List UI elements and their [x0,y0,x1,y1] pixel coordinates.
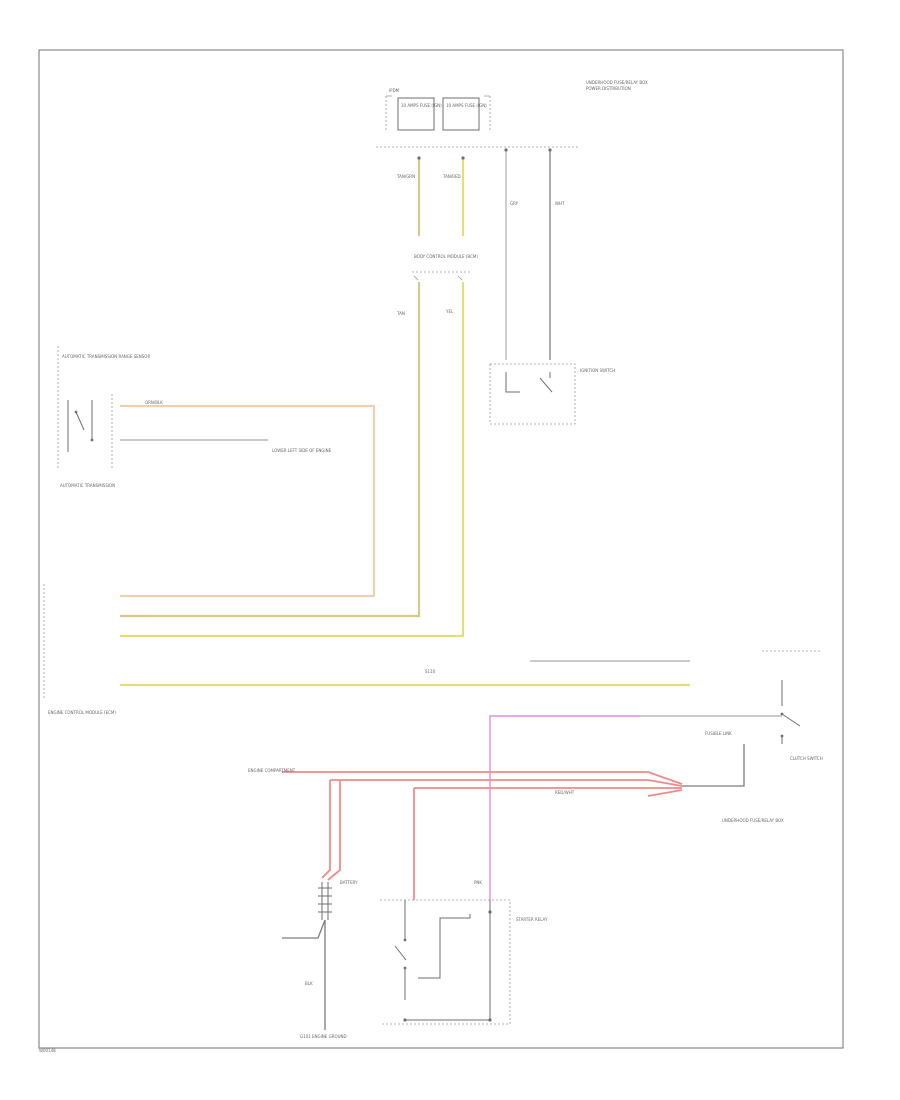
wire-bcm-ecm-yel [120,282,465,638]
diagram-frame [38,49,844,1049]
clutch-switch-label: CLUTCH SWITCH [790,756,823,761]
underhood-label: UNDERHOOD FUSE/RELAY BOX [586,80,648,85]
underhood-bottom-label: UNDERHOOD FUSE/RELAY BOX [722,818,784,823]
wire-battery-feed-4 [647,789,683,797]
ground-label: G101 ENGINE GROUND [300,1034,347,1039]
wire-label-w4: WHT [555,201,565,206]
wire-battery-ecg [282,919,326,939]
wire-battery-drop-1 [321,780,331,879]
wire-underhood-clutch [682,744,745,787]
starter-relay-label: STARTER RELAY [516,917,548,922]
ecm-module: ENGINE CONTROL MODULE (ECM) [43,584,116,715]
wire-trans-range-ecm [120,405,375,597]
wire-label-w10: ORN/BLK [145,400,163,405]
trans-range-label: AUTOMATIC TRANSMISSION RANGE SENSOR [62,354,150,359]
lh-side-label: LOWER LEFT SIDE OF ENGINE [272,448,332,453]
ignition-switch: IGNITION SWITCH [489,363,615,425]
engine-compartment-label: ENGINE COMPARTMENT [248,768,296,773]
wire-battery-feed-2 [330,779,683,787]
wire-label-w9: PNK [474,880,482,885]
wire-battery-feed-1 [282,771,683,785]
battery-label: BATTERY [340,880,358,885]
clutch-switch: CLUTCH SWITCH [762,650,823,761]
wire-label-w8: BLK [305,981,313,986]
ecm-label: ENGINE CONTROL MODULE (ECM) [48,710,116,715]
wire-battery-drop-2 [327,780,341,881]
splice-label: S110 [425,669,436,674]
footer-code: W00148 [39,1048,56,1053]
wire-label-w2: TAN/RED [442,174,461,179]
ipdm-module: IPDM 10 AMPS FUSE (IGN) 10 AMPS FUSE (IG… [376,80,648,148]
power-distribution-label: POWER DISTRIBUTION [586,86,631,91]
wire-label-w1: TAN/GRN [396,174,415,179]
wire-bcm-ecm-tan [120,282,421,618]
starter-relay: STARTER RELAY PNK [380,880,548,1025]
fuse-a-label: 10 AMPS FUSE (IGN) [401,103,442,108]
auto-trans-label: AUTOMATIC TRANSMISSION [60,483,115,488]
wire-label-w5: TAN [396,311,405,316]
bcm-module: BODY CONTROL MODULE (BCM) [412,254,478,281]
fusible-link-label: FUSIBLE LINK [705,731,732,736]
ignition-switch-label: IGNITION SWITCH [580,368,615,373]
battery: BATTERY [318,880,358,920]
wire-relay-clutch-pnk [489,715,640,900]
wire-label-w7: RED/WHT [555,790,575,795]
ipdm-label: IPDM [389,88,400,93]
trans-range-sensor: AUTOMATIC TRANSMISSION RANGE SENSOR AUTO… [57,346,150,488]
fuse-b-label: 10 AMPS FUSE (IGN) [446,103,487,108]
wire-label-w6: YEL [445,309,454,314]
bcm-label: BODY CONTROL MODULE (BCM) [414,254,478,259]
wire-label-w3: GRY [510,201,519,206]
